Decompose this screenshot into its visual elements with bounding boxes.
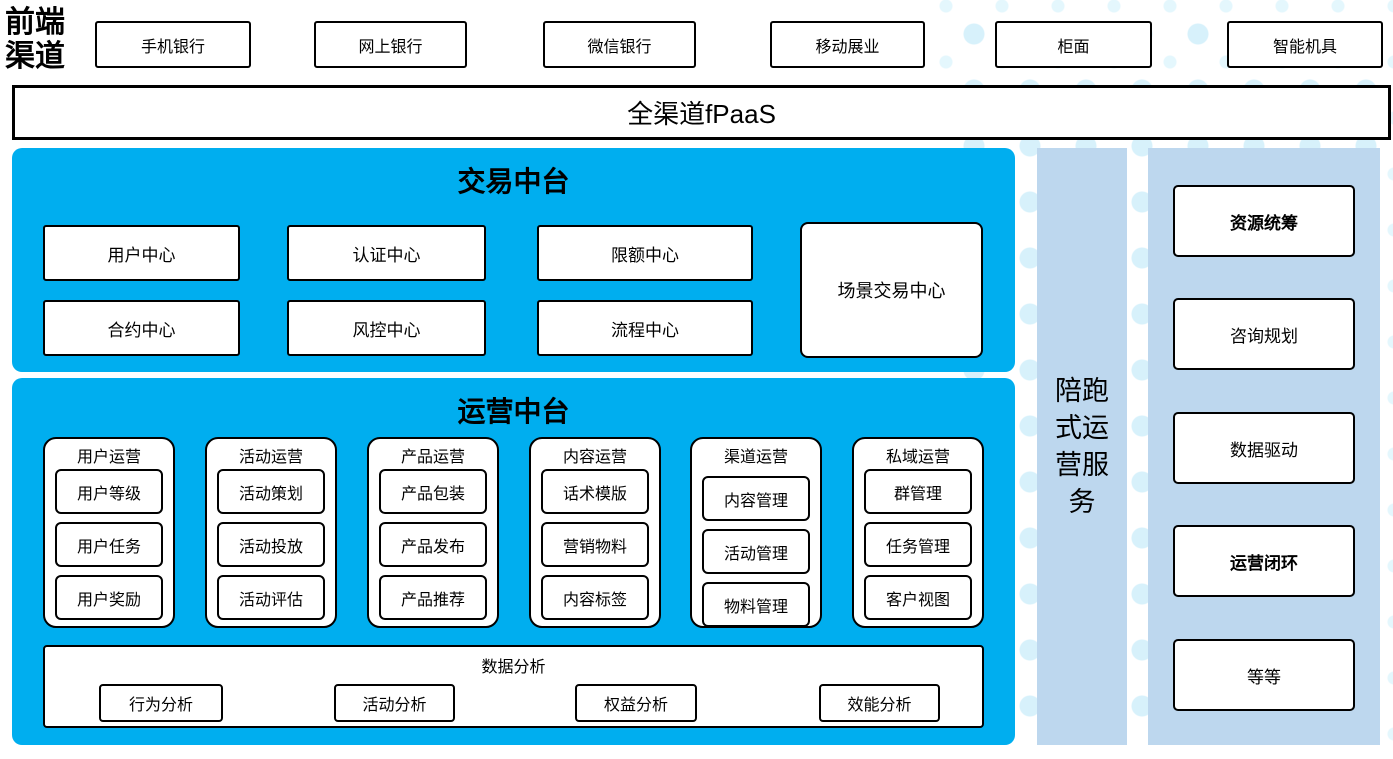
group-item: 产品推荐 bbox=[379, 575, 487, 620]
group-content-operation: 内容运营 话术模版 营销物料 内容标签 bbox=[529, 437, 661, 628]
group-title: 渠道运营 bbox=[723, 449, 788, 466]
channel-box-wechat-banking: 微信银行 bbox=[543, 21, 696, 68]
center-box-auth: 认证中心 bbox=[287, 225, 486, 281]
group-item: 活动管理 bbox=[702, 529, 810, 574]
fpaas-bar: 全渠道fPaaS bbox=[12, 85, 1391, 140]
center-box-risk: 风控中心 bbox=[287, 300, 486, 356]
center-box-limit: 限额中心 bbox=[537, 225, 753, 281]
group-item: 内容标签 bbox=[541, 575, 649, 620]
analysis-box-behavior: 行为分析 bbox=[99, 684, 223, 722]
group-item: 活动投放 bbox=[217, 522, 325, 567]
service-items-panel: 资源统筹 咨询规划 数据驱动 运营闭环 等等 bbox=[1148, 148, 1380, 745]
group-title: 内容运营 bbox=[562, 449, 627, 466]
group-user-operation: 用户运营 用户等级 用户任务 用户奖励 bbox=[43, 437, 175, 628]
group-item: 产品包装 bbox=[379, 469, 487, 514]
operation-platform-title: 运营中台 bbox=[457, 396, 570, 427]
service-box-data-driven: 数据驱动 bbox=[1173, 412, 1355, 484]
transaction-platform-panel: 交易中台 用户中心 认证中心 限额中心 合约中心 风控中心 流程中心 场景交易中… bbox=[12, 148, 1015, 372]
channel-box-mobile-banking: 手机银行 bbox=[95, 21, 251, 68]
channel-box-online-banking: 网上银行 bbox=[314, 21, 467, 68]
data-analysis-title: 数据分析 bbox=[481, 659, 546, 676]
service-box-operation-loop: 运营闭环 bbox=[1173, 525, 1355, 597]
group-item: 群管理 bbox=[864, 469, 972, 514]
analysis-box-efficiency: 效能分析 bbox=[819, 684, 940, 722]
group-private-domain-operation: 私域运营 群管理 任务管理 客户视图 bbox=[852, 437, 984, 628]
group-activity-operation: 活动运营 活动策划 活动投放 活动评估 bbox=[205, 437, 337, 628]
accompanying-service-label: 陪跑式运营服务 bbox=[1055, 375, 1109, 517]
group-title: 用户运营 bbox=[76, 449, 141, 466]
group-title: 活动运营 bbox=[238, 449, 303, 466]
group-item: 客户视图 bbox=[864, 575, 972, 620]
accompanying-service-bar: 陪跑式运营服务 bbox=[1037, 148, 1127, 745]
data-analysis-container: 数据分析 行为分析 活动分析 权益分析 效能分析 bbox=[43, 645, 984, 728]
group-item: 活动评估 bbox=[217, 575, 325, 620]
group-item: 用户任务 bbox=[55, 522, 163, 567]
analysis-box-rights: 权益分析 bbox=[575, 684, 697, 722]
channel-box-smart-devices: 智能机具 bbox=[1227, 21, 1383, 68]
center-box-process: 流程中心 bbox=[537, 300, 753, 356]
operation-platform-panel: 运营中台 用户运营 用户等级 用户任务 用户奖励 活动运营 活动策划 活动投放 … bbox=[12, 378, 1015, 745]
group-product-operation: 产品运营 产品包装 产品发布 产品推荐 bbox=[367, 437, 499, 628]
service-box-consulting: 咨询规划 bbox=[1173, 298, 1355, 370]
group-item: 用户奖励 bbox=[55, 575, 163, 620]
group-item: 内容管理 bbox=[702, 476, 810, 521]
group-item: 话术模版 bbox=[541, 469, 649, 514]
group-title: 私域运营 bbox=[885, 449, 950, 466]
center-box-user: 用户中心 bbox=[43, 225, 240, 281]
analysis-box-activity: 活动分析 bbox=[334, 684, 455, 722]
transaction-platform-title: 交易中台 bbox=[457, 166, 570, 197]
service-box-etc: 等等 bbox=[1173, 639, 1355, 711]
group-channel-operation: 渠道运营 内容管理 活动管理 物料管理 bbox=[690, 437, 822, 628]
group-item: 营销物料 bbox=[541, 522, 649, 567]
group-item: 用户等级 bbox=[55, 469, 163, 514]
center-box-scene-transaction: 场景交易中心 bbox=[800, 222, 983, 358]
front-channels-label: 前端渠道 bbox=[5, 6, 65, 73]
group-item: 物料管理 bbox=[702, 582, 810, 627]
center-box-contract: 合约中心 bbox=[43, 300, 240, 356]
group-item: 产品发布 bbox=[379, 522, 487, 567]
group-title: 产品运营 bbox=[400, 449, 465, 466]
group-item: 活动策划 bbox=[217, 469, 325, 514]
channel-box-mobile-outreach: 移动展业 bbox=[770, 21, 925, 68]
channel-box-counter: 柜面 bbox=[995, 21, 1152, 68]
service-box-resource-planning: 资源统筹 bbox=[1173, 185, 1355, 257]
group-item: 任务管理 bbox=[864, 522, 972, 567]
